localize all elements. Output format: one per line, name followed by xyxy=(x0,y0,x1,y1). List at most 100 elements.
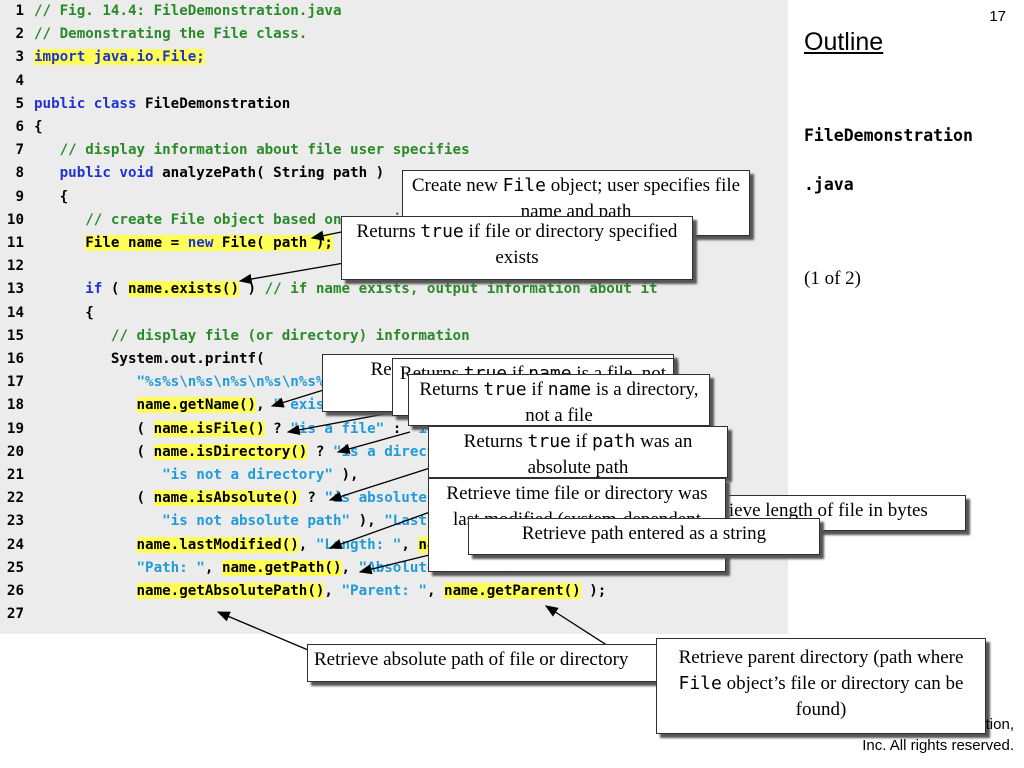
code-token: , xyxy=(401,536,419,553)
code-token: name.lastModified() xyxy=(136,536,299,553)
code-text: // Fig. 14.4: FileDemonstration.java xyxy=(34,0,342,23)
code-text: File name = new File( path ); xyxy=(34,232,333,255)
code-token: ); xyxy=(580,583,607,599)
code-token: , xyxy=(298,536,316,553)
line-number: 10 xyxy=(6,211,24,228)
line-number: 9 xyxy=(15,188,24,205)
code-token: { xyxy=(34,119,43,135)
callout-text: path xyxy=(591,431,636,452)
code-text: // Demonstrating the File class. xyxy=(34,23,307,46)
callout-getparent: Retrieve parent directory (path where Fi… xyxy=(656,638,986,734)
line-number: 26 xyxy=(6,583,24,599)
code-token: ( xyxy=(34,443,154,460)
code-token xyxy=(34,142,60,158)
callout-text: Retrieve path entered as a string xyxy=(521,523,767,544)
code-token: name.getAbsolutePath() xyxy=(136,583,325,599)
code-token xyxy=(34,513,162,529)
callout-text: Returns xyxy=(419,379,484,400)
code-token: public class xyxy=(34,95,146,112)
code-token: , xyxy=(324,583,342,599)
line-number: 4 xyxy=(15,72,24,89)
code-line: 13 if ( name.exists() ) // if name exist… xyxy=(0,278,788,301)
code-token: // display file (or directory) informati… xyxy=(110,327,470,344)
code-token: "Length: " xyxy=(315,536,402,553)
code-token: name.isFile() xyxy=(153,420,265,437)
code-token: ), xyxy=(332,467,359,483)
code-text: name.getAbsolutePath(), "Parent: ", name… xyxy=(34,580,606,603)
callout-isabsolute: Returns true if path was an absolute pat… xyxy=(428,426,728,478)
callout-isdirectory: Returns true if name is a directory, not… xyxy=(408,374,710,426)
code-token: "Path: " xyxy=(136,559,205,576)
code-token xyxy=(34,397,137,413)
code-token: File name = xyxy=(85,235,188,251)
code-token: ? xyxy=(264,420,291,437)
code-token xyxy=(34,537,137,553)
footer-copyright-fragment: tion, xyxy=(985,716,1014,733)
code-token: // Fig. 14.4: FileDemonstration.java xyxy=(34,3,342,19)
code-line: 2// Demonstrating the File class. xyxy=(0,23,788,46)
code-text: "is not a directory" ), xyxy=(34,464,359,487)
code-token: FileDemonstration xyxy=(145,95,291,112)
callout-text: Returns xyxy=(356,221,421,242)
code-text: { xyxy=(34,302,94,325)
code-token xyxy=(34,212,85,228)
line-number: 6 xyxy=(15,119,24,135)
code-token: if xyxy=(85,281,111,298)
code-token: "is a file" xyxy=(290,420,385,437)
line-number: 8 xyxy=(15,165,24,182)
code-text: // display information about file user s… xyxy=(34,139,470,162)
code-token: , xyxy=(341,559,359,576)
outline-label: Outline xyxy=(804,28,884,56)
line-number: 13 xyxy=(6,281,24,298)
code-token: "is not a directory" xyxy=(162,467,333,483)
line-number: 16 xyxy=(6,351,24,367)
code-line: 4 xyxy=(0,70,788,93)
code-token: ( xyxy=(34,490,154,507)
callout-text: Retrieve absolute path of file or direct… xyxy=(314,649,629,670)
line-number: 19 xyxy=(6,420,24,437)
line-number: 7 xyxy=(15,142,24,159)
callout-absolutepath: Retrieve absolute path of file or direct… xyxy=(307,644,663,682)
file-name-line2: .java xyxy=(804,175,854,194)
code-token xyxy=(34,281,85,297)
line-number: 3 xyxy=(15,49,24,66)
code-text: if ( name.exists() ) // if name exists, … xyxy=(34,278,658,301)
callout-text: File xyxy=(502,175,546,196)
code-token xyxy=(34,374,137,390)
footer-copyright: Inc. All rights reserved. xyxy=(862,737,1014,754)
code-line: 14 { xyxy=(0,302,788,325)
callout-text: if xyxy=(570,431,592,452)
code-token: name.getParent() xyxy=(444,583,581,599)
code-line: 8 public void analyzePath( String path ) xyxy=(0,162,788,185)
code-token xyxy=(34,467,162,483)
code-token xyxy=(34,560,137,576)
code-token: { xyxy=(34,304,94,321)
code-token: public void xyxy=(59,165,163,182)
code-token: , xyxy=(256,397,274,414)
callout-text: name xyxy=(547,379,592,400)
code-token: "Parent: " xyxy=(341,583,427,599)
callout-text: Returns xyxy=(463,431,528,452)
code-text: name.getName(), " exists", xyxy=(34,394,359,417)
callout-text: if file or directory specified exists xyxy=(463,221,678,268)
code-text: { xyxy=(34,116,43,139)
code-text: ( name.isDirectory() ? "is a directory" … xyxy=(34,441,487,464)
callout-exists: Returns true if file or directory specif… xyxy=(341,216,693,280)
code-token: name.isAbsolute() xyxy=(153,490,299,507)
code-token: name.isDirectory() xyxy=(153,443,308,460)
code-token: ? xyxy=(298,490,325,507)
code-token: name.exists() xyxy=(127,281,240,298)
code-line: 11 File name = new File( path ); xyxy=(0,232,788,255)
line-number: 11 xyxy=(6,235,24,251)
page-number: 17 xyxy=(989,8,1006,25)
callout-text: Retrieve parent directory (path where xyxy=(678,647,964,668)
code-text: System.out.printf( xyxy=(34,348,265,371)
code-line: 6{ xyxy=(0,116,788,139)
line-number: 18 xyxy=(6,397,24,414)
code-line: 12 xyxy=(0,255,788,278)
line-number: 17 xyxy=(6,374,24,391)
page-indicator: (1 of 2) xyxy=(804,268,861,289)
code-token: name.getPath() xyxy=(221,559,342,576)
